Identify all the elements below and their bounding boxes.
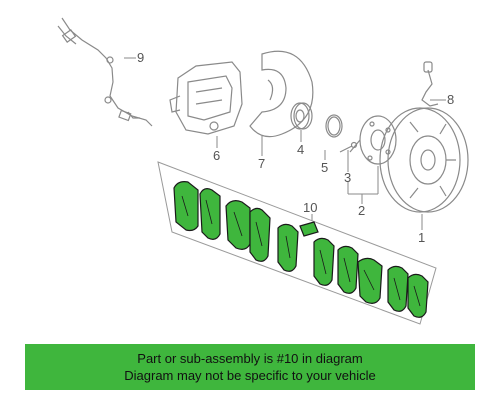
snap-ring [325,114,343,138]
banner-line-1: Part or sub-assembly is #10 in diagram [137,351,363,366]
brake-caliper [169,61,243,135]
splash-shield [249,50,314,138]
callout-6: 6 [213,148,220,163]
brake-pad [313,237,335,286]
wheel-bearing [290,102,313,130]
callout-3: 3 [344,170,351,185]
callout-10: 10 [303,200,317,215]
parts-diagram: 9 6 7 4 5 3 2 8 1 10 [57,17,469,325]
wheel-hub [349,115,397,165]
banner-line-2: Diagram may not be specific to your vehi… [124,368,376,383]
abs-sensor [421,61,439,107]
callout-1: 1 [418,230,425,245]
abs-sensor-harness [57,17,153,127]
callout-7: 7 [258,156,265,171]
brake-pad [407,273,429,318]
brake-rotor [379,107,469,213]
callout-9: 9 [137,50,144,65]
callout-8: 8 [447,92,454,107]
brake-pad [249,207,271,262]
brake-pad [357,257,383,304]
brake-pad [337,245,359,294]
callout-4: 4 [297,142,304,157]
brake-pads [173,181,429,318]
info-banner: Part or sub-assembly is #10 in diagram D… [25,344,475,390]
callout-5: 5 [321,160,328,175]
brake-pad [199,188,221,240]
callout-2: 2 [358,203,365,218]
brake-pad [173,181,199,232]
brake-pad [387,265,409,312]
brake-pad-shim [299,221,319,237]
